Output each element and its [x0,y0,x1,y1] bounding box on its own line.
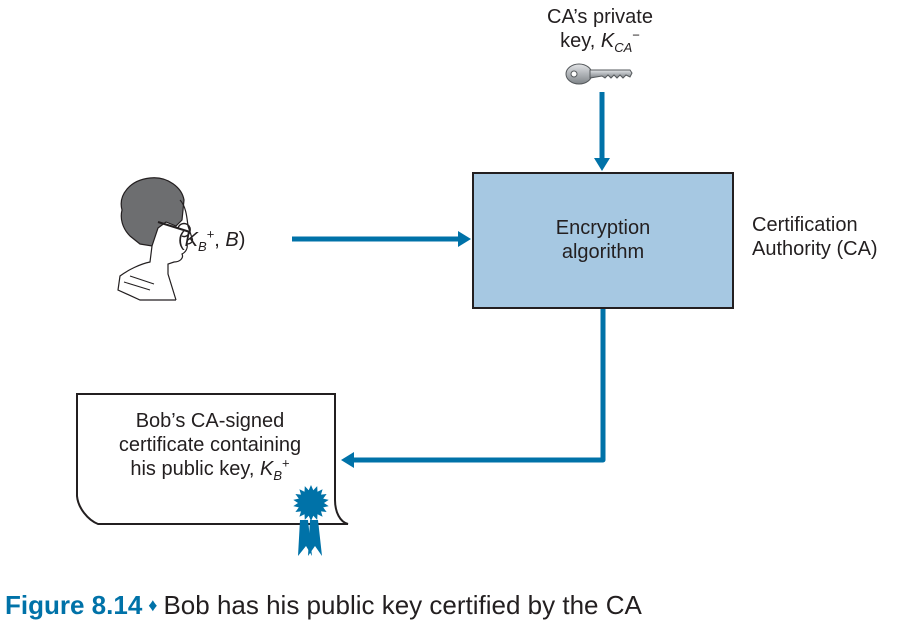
certificate-label-line2: certificate containing [118,434,302,456]
encryption-algorithm-box: Encryption algorithm [472,172,734,309]
key-symbol: K [184,229,199,251]
key-superscript: + [206,226,215,242]
certificate-document [76,393,349,525]
separator: , [214,229,226,251]
certificate-label: Bob’s CA-signed certificate containing h… [80,409,340,483]
certificate-ribbon-icon [293,485,329,556]
key-symbol: K [260,458,274,480]
sender-to-box-arrow [292,231,471,247]
key-to-box-arrow [594,92,610,171]
caption-text: Bob has his public key certified by the … [163,590,642,620]
certificate-label-line1: Bob’s CA-signed [135,410,285,432]
private-key-label-line1: CA’s private [547,6,653,28]
close-paren: ) [238,229,246,251]
box-label-line2: algorithm [561,241,645,263]
certification-authority-label: Certification Authority (CA) [752,213,878,261]
key-subscript: B [198,239,207,254]
diamond-separator-icon: ♦ [148,595,158,615]
ca-label-line1: Certification [752,214,858,236]
label-prefix: key, [560,30,601,52]
key-superscript: − [632,27,640,43]
certificate-label-line3: his public key, KB+ [80,455,340,483]
open-paren: ( [178,229,185,251]
key-superscript: + [282,455,290,471]
box-to-certificate-arrow [341,308,606,468]
figure-caption: Figure 8.14♦Bob has his public key certi… [5,590,642,621]
key-subscript: B [273,468,283,483]
private-key-label: CA’s private key, KCA− [530,5,670,55]
private-key-label-line2: key, KCA− [530,27,670,55]
label-prefix: his public key, [130,458,261,480]
person-head-icon [117,177,194,301]
key-icon [565,63,633,85]
key-subscript: CA [614,40,633,55]
bob-public-key-input-label: (KB+, B) [178,226,246,254]
identity-symbol: B [225,229,239,251]
box-label-line1: Encryption [555,217,651,239]
ca-label-line2: Authority (CA) [752,238,878,260]
key-symbol: K [600,30,615,52]
figure-number: Figure 8.14 [5,590,143,620]
